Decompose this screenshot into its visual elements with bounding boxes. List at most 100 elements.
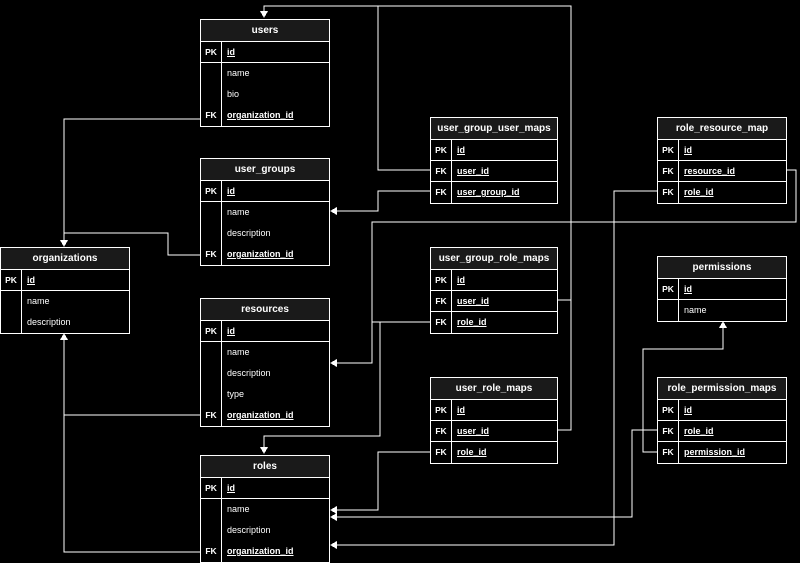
field-row[interactable]: description (201, 363, 329, 384)
key-badge: FK (201, 405, 222, 426)
field-name: resource_id (684, 166, 736, 176)
rel-rrm-resource (371, 169, 797, 363)
field-name: user_id (457, 166, 490, 176)
key-badge: FK (201, 541, 222, 562)
field-row[interactable]: name (201, 202, 329, 223)
field-row[interactable]: PK id (658, 400, 786, 421)
field-name: description (227, 525, 271, 535)
key-badge (201, 499, 222, 520)
field-row[interactable]: name (1, 291, 129, 312)
entity-title: role_resource_map (658, 118, 786, 140)
key-badge: FK (201, 105, 222, 126)
field-row[interactable]: FK organization_id (201, 405, 329, 426)
entity-title: resources (201, 299, 329, 321)
field-name: user_group_id (457, 187, 520, 197)
field-name: role_id (684, 426, 714, 436)
key-badge (201, 202, 222, 223)
field-name: id (684, 284, 692, 294)
entity-title: roles (201, 456, 329, 478)
key-badge (201, 63, 222, 84)
field-name: role_id (457, 317, 487, 327)
field-row[interactable]: bio (201, 84, 329, 105)
key-badge: FK (431, 182, 452, 203)
field-row[interactable]: name (201, 342, 329, 363)
field-row[interactable]: name (201, 499, 329, 520)
key-badge: FK (658, 421, 679, 441)
field-row[interactable]: FK role_id (658, 421, 786, 442)
field-row[interactable]: PK id (658, 279, 786, 300)
key-badge: FK (201, 244, 222, 265)
key-badge (201, 342, 222, 363)
key-badge: PK (201, 321, 222, 341)
rel-rpm-permission (642, 321, 727, 453)
field-row[interactable]: FK role_id (431, 312, 557, 333)
key-badge: FK (431, 291, 452, 311)
field-name: id (227, 47, 235, 57)
key-badge: FK (431, 421, 452, 441)
field-name: permission_id (684, 447, 746, 457)
field-row[interactable]: name (201, 63, 329, 84)
field-name: id (457, 145, 465, 155)
field-name: type (227, 389, 245, 399)
key-badge: FK (431, 442, 452, 463)
key-badge: PK (658, 279, 679, 299)
field-name: role_id (684, 187, 714, 197)
field-row[interactable]: FK permission_id (658, 442, 786, 463)
key-badge: PK (201, 181, 222, 201)
field-row[interactable]: FK user_group_id (431, 182, 557, 203)
entity-role-permission-maps[interactable]: role_permission_maps PK id FK role_id FK pe… (657, 377, 787, 464)
rel-resources-roles (260, 321, 431, 454)
field-row[interactable]: FK role_id (658, 182, 786, 203)
key-badge: FK (658, 442, 679, 463)
field-row[interactable]: description (201, 223, 329, 244)
key-badge: PK (658, 400, 679, 420)
entity-title: users (201, 20, 329, 42)
field-row[interactable]: name (658, 300, 786, 321)
field-name: organization_id (227, 410, 294, 420)
entity-title: user_group_user_maps (431, 118, 557, 140)
field-name: id (684, 405, 692, 415)
entity-title: role_permission_maps (658, 378, 786, 400)
key-badge: PK (431, 400, 452, 420)
key-badge: PK (431, 270, 452, 290)
key-badge: FK (658, 182, 679, 203)
field-row[interactable]: type (201, 384, 329, 405)
field-row[interactable]: description (201, 520, 329, 541)
field-name: organization_id (227, 110, 294, 120)
field-row[interactable]: FK organization_id (201, 244, 329, 265)
field-row[interactable]: FK user_id (431, 161, 557, 182)
field-name: organization_id (227, 249, 294, 259)
key-badge: FK (431, 161, 452, 181)
rel-resources-organization (60, 333, 200, 416)
field-row[interactable]: description (1, 312, 129, 333)
field-row[interactable]: FK organization_id (201, 105, 329, 126)
rel-rrm-role (330, 190, 657, 549)
key-badge (201, 223, 222, 244)
key-badge: FK (431, 312, 452, 333)
key-badge (201, 84, 222, 105)
